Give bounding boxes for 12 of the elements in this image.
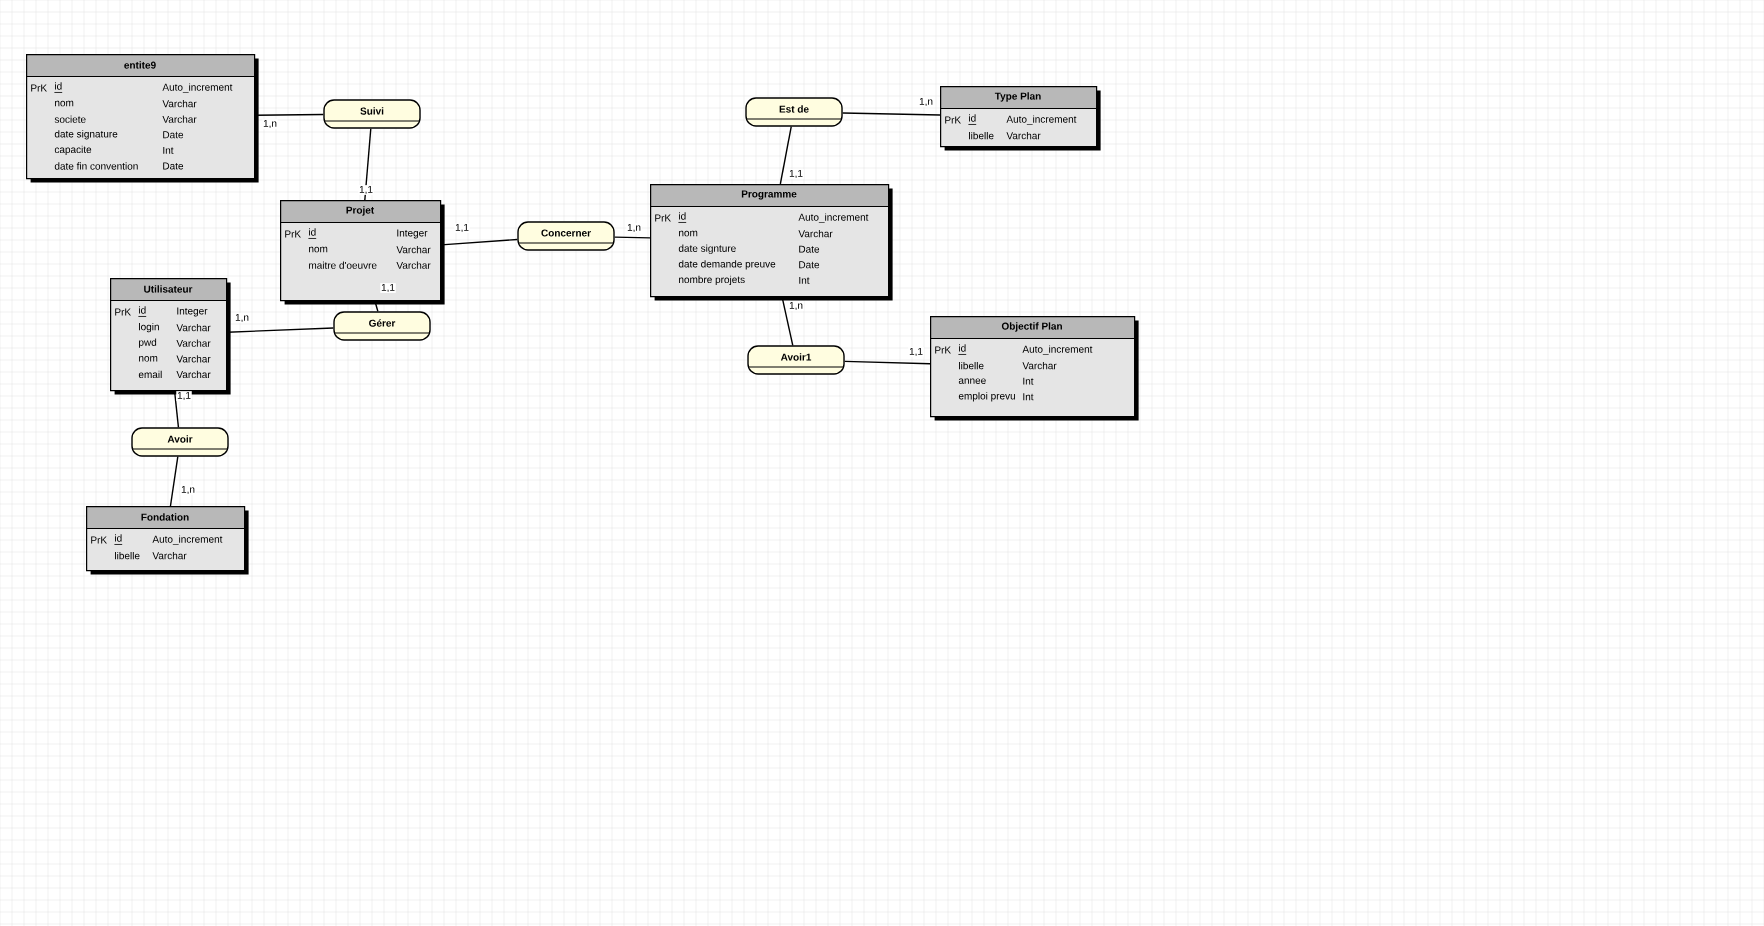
connector-line <box>226 327 334 333</box>
connector-line <box>842 112 941 116</box>
connector-line <box>779 126 792 185</box>
connector-line <box>440 238 518 246</box>
connector-line <box>364 128 372 201</box>
connector-line <box>374 300 379 312</box>
connector-line <box>844 360 931 365</box>
connector-line <box>173 390 180 428</box>
connector-line <box>781 296 794 346</box>
connector-line <box>169 456 179 507</box>
connector-line <box>254 113 324 116</box>
connector-line <box>614 236 651 239</box>
